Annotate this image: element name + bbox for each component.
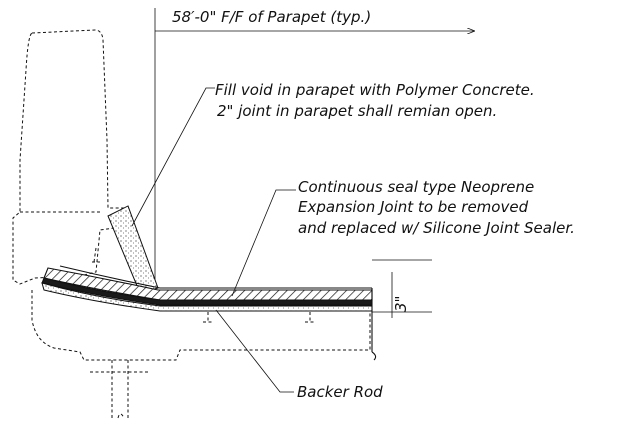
polymer-note-line-2: 2" joint in parapet shall remian open. [217,102,497,120]
parapet-outline [12,29,129,285]
seal-note-line-1: Continuous seal type Neoprene [298,178,534,196]
polymer-concrete-note: Fill void in parapet with Polymer Concre… [215,81,535,120]
depth-label: 3" [392,296,410,312]
dimension-annotation: 58′-0" F/F of Parapet (typ.) [154,8,474,292]
anchor-markers [203,312,316,323]
backer-rod-note: Backer Rod [297,383,383,401]
seal-note-line-2: Expansion Joint to be removed [298,198,529,216]
neoprene-joint-outline [59,265,377,361]
seal-replacement-note: Continuous seal type Neoprene Expansion … [298,178,575,237]
polymer-note-line-1: Fill void in parapet with Polymer Concre… [215,81,535,99]
backer-rod-label: Backer Rod [297,383,383,401]
seal-note-line-3: and replaced w/ Silicone Joint Sealer. [298,219,575,237]
leader-lines [131,87,296,393]
dimension-label: 58′-0" F/F of Parapet (typ.) [172,8,371,26]
deck-and-girder-outline [31,290,371,419]
depth-dimension: 3" [372,259,432,318]
